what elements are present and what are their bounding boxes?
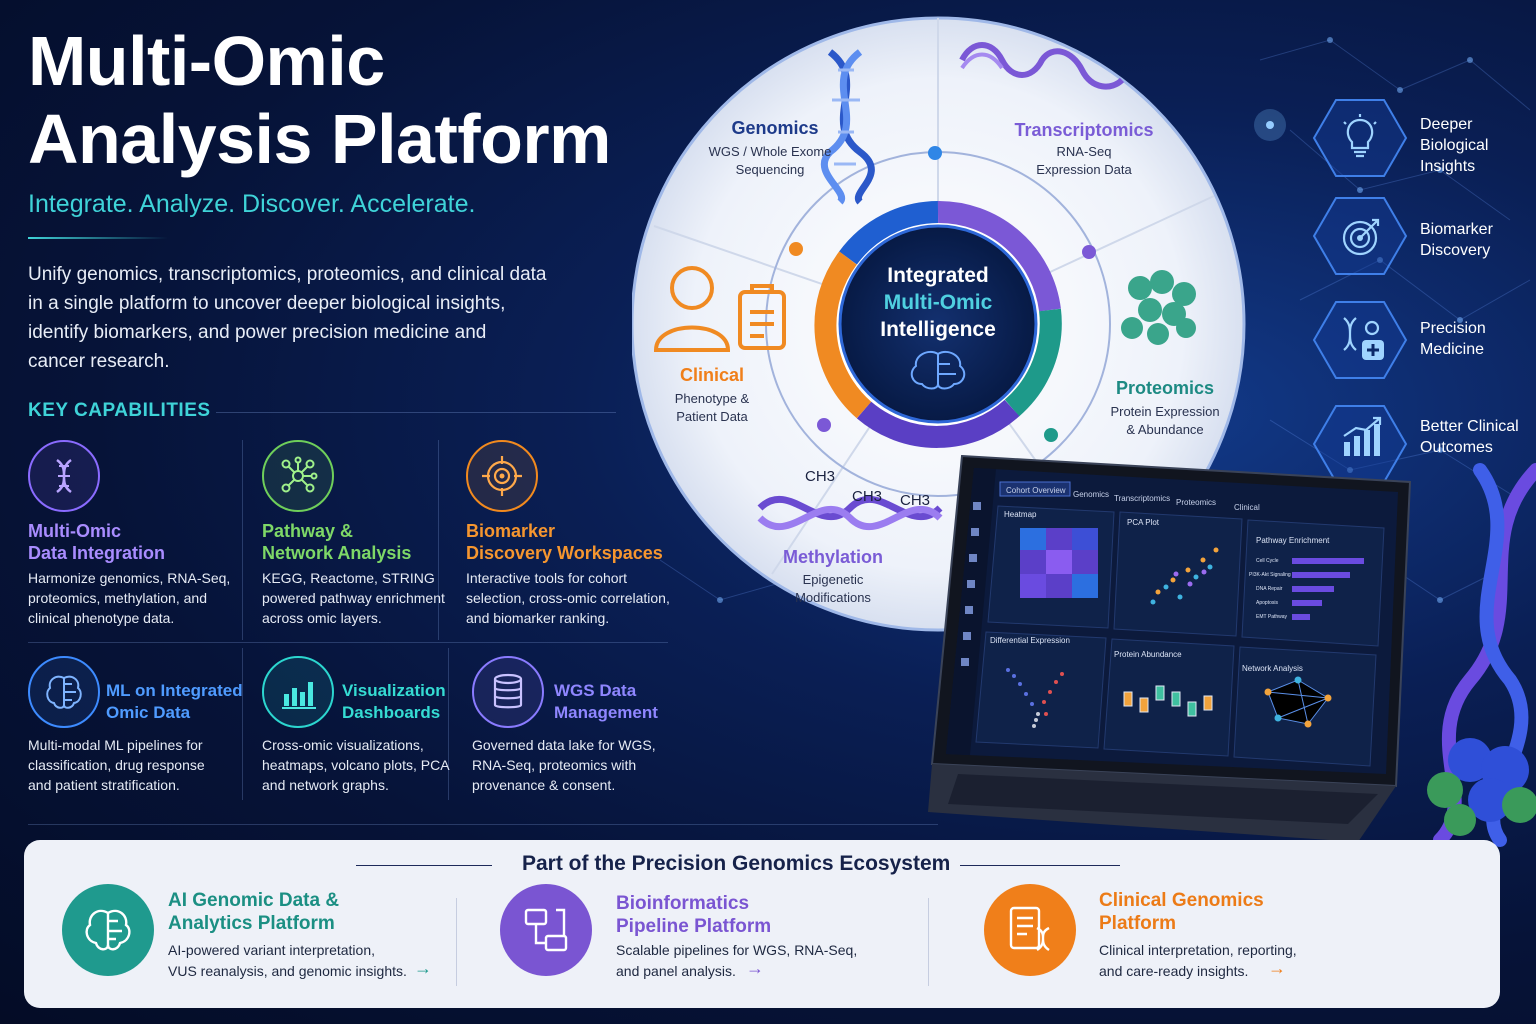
methyl-label: CH3 xyxy=(852,488,883,505)
methyl-label: CH3 xyxy=(805,468,836,485)
report-dna-icon xyxy=(984,884,1076,976)
tab-cohort-overview[interactable]: Cohort Overview xyxy=(1006,486,1066,495)
ecosystem-item-description: AI-powered variant interpretation, VUS r… xyxy=(168,942,407,979)
capability-description: Harmonize genomics, RNA-Seq, proteomics,… xyxy=(28,570,231,626)
capability-description: Multi-modal ML pipelines for classificat… xyxy=(28,737,205,793)
panel-title-pathway: Pathway Enrichment xyxy=(1256,536,1330,545)
pathway-label: Apoptosis xyxy=(1256,600,1278,606)
dna-person-icon xyxy=(1343,317,1384,360)
segment-sub-transcriptomics: RNA-Seq Expression Data xyxy=(1036,144,1132,177)
outcome-label: Precision Medicine xyxy=(1420,320,1486,358)
arrow-right-icon[interactable]: → xyxy=(414,958,432,978)
segment-sub-genomics: WGS / Whole Exome Sequencing xyxy=(708,144,832,177)
intro-text: Unify genomics, transcriptomics, proteom… xyxy=(28,264,547,372)
grid-divider xyxy=(28,642,668,643)
ecosystem-divider xyxy=(456,898,457,986)
tab-transcriptomics[interactable]: Transcriptomics xyxy=(1114,494,1171,503)
capability-title: Biomarker Discovery Workspaces xyxy=(466,521,663,563)
panel-title-pca: PCA Plot xyxy=(1127,518,1160,527)
segment-title-methylation: Methylation xyxy=(782,547,883,567)
page-title: Multi-Omic Analysis Platform xyxy=(28,22,611,178)
laptop-dashboard xyxy=(928,454,1412,842)
lightbulb-icon xyxy=(1343,114,1377,158)
capability-description: Governed data lake for WGS, RNA-Seq, pro… xyxy=(472,737,656,793)
outcome-label: Deeper Biological Insights xyxy=(1420,116,1489,175)
tab-proteomics[interactable]: Proteomics xyxy=(1176,498,1217,507)
tagline-underline xyxy=(28,237,168,239)
arrow-right-icon[interactable]: → xyxy=(1268,958,1286,978)
panel-title-heatmap: Heatmap xyxy=(1004,510,1037,519)
outcome-hexagons xyxy=(1312,99,1408,483)
capability-title: WGS Data Management xyxy=(554,681,658,722)
segment-sub-clinical: Phenotype & Patient Data xyxy=(674,391,750,424)
network-icon xyxy=(262,440,334,512)
ecosystem-item-title: Clinical Genomics Platform xyxy=(1099,890,1264,934)
pathway-label: DNA Repair xyxy=(1256,586,1283,592)
capability-title: Visualization Dashboards xyxy=(342,681,446,722)
capability-title: Pathway & Network Analysis xyxy=(262,521,412,563)
dna-icon xyxy=(28,440,100,512)
ecosystem-divider xyxy=(928,898,929,986)
database-icon xyxy=(472,656,544,728)
panel-title-differential-expression: Differential Expression xyxy=(990,636,1070,645)
pathway-label: Cell Cycle xyxy=(1256,558,1279,564)
segment-sub-proteomics: Protein Expression & Abundance xyxy=(1110,404,1220,437)
target-icon xyxy=(1342,218,1380,256)
panel-title-network: Network Analysis xyxy=(1242,664,1303,673)
ecosystem-heading: Part of the Precision Genomics Ecosystem xyxy=(522,852,951,875)
segment-title-clinical: Clinical xyxy=(679,365,745,385)
tab-genomics[interactable]: Genomics xyxy=(1073,490,1110,499)
ecosystem-heading-rule xyxy=(960,865,1120,866)
arrow-right-icon[interactable]: → xyxy=(746,958,764,978)
grid-divider xyxy=(448,648,449,800)
segment-sub-methylation: Epigenetic Modifications xyxy=(795,572,871,605)
grid-divider xyxy=(242,648,243,800)
grid-divider xyxy=(28,824,938,825)
capability-title: Multi-Omic Data Integration xyxy=(28,521,166,563)
workflow-icon xyxy=(500,884,592,976)
ecosystem-item-title: Bioinformatics Pipeline Platform xyxy=(616,893,772,937)
capability-title: ML on Integrated Omic Data xyxy=(106,681,243,722)
capability-description: Interactive tools for cohort selection, … xyxy=(466,570,670,626)
ecosystem-panel xyxy=(24,840,1500,1008)
segment-title-genomics: Genomics xyxy=(731,118,819,138)
tagline: Integrate. Analyze. Discover. Accelerate… xyxy=(28,190,476,218)
capability-description: Cross-omic visualizations, heatmaps, vol… xyxy=(262,737,450,793)
capability-description: KEGG, Reactome, STRING powered pathway e… xyxy=(262,570,445,626)
pathway-label: EMT Pathway xyxy=(1256,614,1288,620)
segment-title-proteomics: Proteomics xyxy=(1115,378,1215,398)
ecosystem-item-description: Scalable pipelines for WGS, RNA-Seq, and… xyxy=(616,942,858,979)
ecosystem-heading-rule xyxy=(356,865,492,866)
grid-divider xyxy=(242,440,243,640)
tab-clinical[interactable]: Clinical xyxy=(1234,503,1260,512)
growth-chart-icon xyxy=(1343,416,1382,456)
pathway-label: PI3K-Akt Signaling xyxy=(1249,572,1291,578)
methyl-label: CH3 xyxy=(900,492,931,509)
outcome-label: Biomarker Discovery xyxy=(1420,221,1493,259)
outcome-label: Better Clinical Outcomes xyxy=(1420,418,1519,456)
key-capabilities-heading: KEY CAPABILITIES xyxy=(28,400,211,421)
core-title: Integrated Multi-Omic Intelligence xyxy=(880,264,996,341)
target-icon xyxy=(466,440,538,512)
ecosystem-item-description: Clinical interpretation, reporting, and … xyxy=(1099,942,1297,979)
segment-title-transcriptomics: Transcriptomics xyxy=(1014,120,1154,140)
bar-chart-icon xyxy=(262,656,334,728)
grid-divider xyxy=(438,440,439,640)
ecosystem-item-title: AI Genomic Data & Analytics Platform xyxy=(168,890,340,934)
panel-title-protein-abundance: Protein Abundance xyxy=(1114,650,1182,659)
key-capabilities-rule xyxy=(216,412,616,413)
brain-icon xyxy=(62,884,154,976)
brain-icon xyxy=(28,656,100,728)
